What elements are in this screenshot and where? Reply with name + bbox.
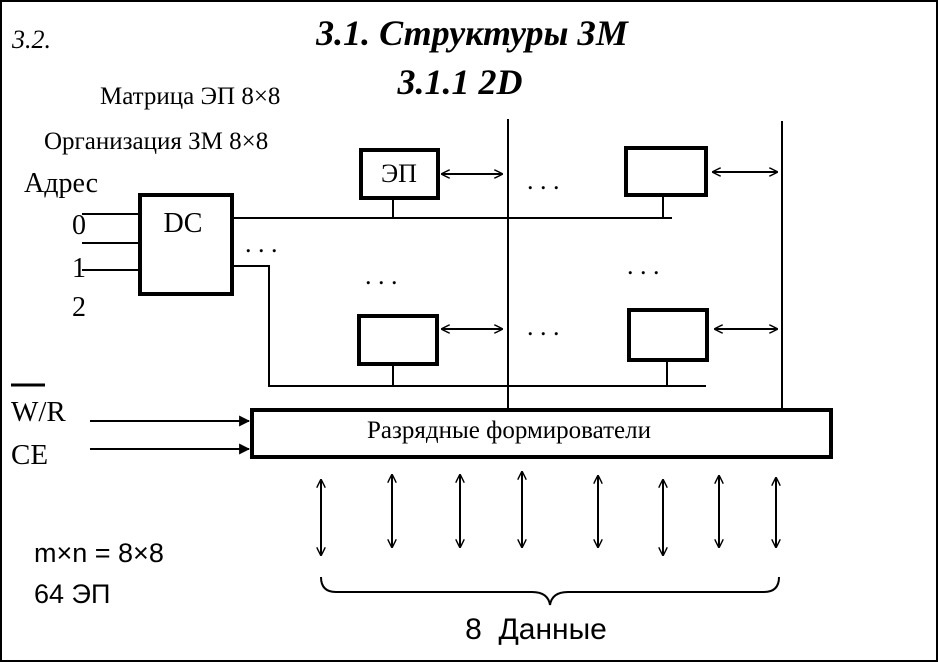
chip-enable-label: CE xyxy=(11,439,48,471)
organization-note: Организация ЗМ 8×8 xyxy=(44,128,268,155)
address-bit-2: 2 xyxy=(72,292,86,323)
address-label: Адрес xyxy=(24,168,98,199)
slide-number: 3.2. xyxy=(11,25,51,54)
address-bit-1: 1 xyxy=(72,253,86,284)
ellipsis-row-top: . . . xyxy=(527,166,560,195)
ellipsis-column-left: . . . xyxy=(365,261,398,290)
slide-subtitle: 3.1.1 2D xyxy=(397,62,523,102)
data-arrows xyxy=(321,472,776,555)
cell-count-text: 64 ЭП xyxy=(34,579,110,609)
write-read-label: W/R xyxy=(11,396,66,428)
ellipses: . . . . . . . . . . . . . . . xyxy=(245,166,660,341)
address-lines xyxy=(82,213,140,271)
data-brace xyxy=(320,576,780,606)
ellipsis-decoder: . . . xyxy=(245,229,278,258)
memory-cell-top-left xyxy=(359,148,440,200)
control-arrows xyxy=(90,415,251,455)
decoder-label: DC xyxy=(164,208,203,239)
ellipsis-row-bottom: . . . xyxy=(527,312,560,341)
data-label: 8 Данные xyxy=(465,613,607,646)
address-bit-0: 0 xyxy=(72,210,86,241)
bit-lines xyxy=(507,119,783,412)
slide-title: 3.1. Структуры ЗМ xyxy=(315,13,630,53)
bus-drivers-label: Разрядные формирователи xyxy=(367,417,651,444)
bus-drivers-box xyxy=(250,408,833,459)
word-lines xyxy=(232,195,706,387)
matrix-note: Матрица ЭП 8×8 xyxy=(100,83,280,110)
ellipsis-column-right: . . . xyxy=(627,251,660,280)
word-line-bottom xyxy=(232,265,706,387)
formula-text: m×n = 8×8 xyxy=(34,538,164,568)
memory-cell-bottom-right xyxy=(627,308,709,362)
memory-cell-bottom-left xyxy=(357,314,439,366)
memory-cell-top-right xyxy=(624,146,708,197)
cell-arrows xyxy=(442,172,777,329)
decoder-box xyxy=(138,193,234,296)
memory-cell-label: ЭП xyxy=(381,159,417,188)
